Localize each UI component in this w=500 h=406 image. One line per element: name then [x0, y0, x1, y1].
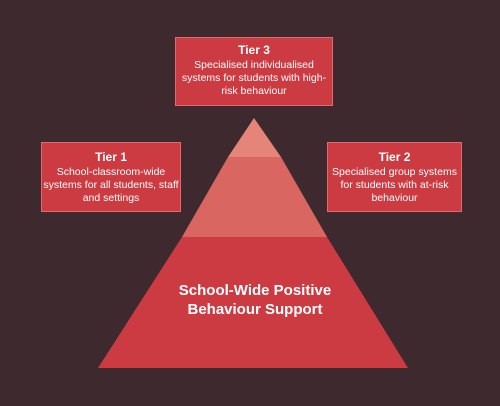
tier-1-box: Tier 1 School-classroom-wide systems for… [41, 142, 181, 212]
tier-1-title: Tier 1 [95, 150, 127, 164]
pyramid-label: School-Wide Positive Behaviour Support [178, 282, 332, 318]
pyramid-top-segment [228, 118, 281, 157]
pyramid-base-segment [98, 237, 408, 368]
tier-2-box: Tier 2 Specialised group systems for stu… [327, 142, 462, 212]
pyramid-middle-segment [182, 157, 327, 237]
tier-3-description: Specialised individualised systems for s… [181, 59, 327, 97]
tier-3-title: Tier 3 [238, 43, 270, 57]
tier-1-description: School-classroom-wide systems for all st… [43, 166, 179, 204]
tier-3-box: Tier 3 Specialised individualised system… [175, 37, 333, 106]
tier-2-description: Specialised group systems for students w… [332, 166, 457, 204]
tier-2-title: Tier 2 [378, 150, 411, 164]
